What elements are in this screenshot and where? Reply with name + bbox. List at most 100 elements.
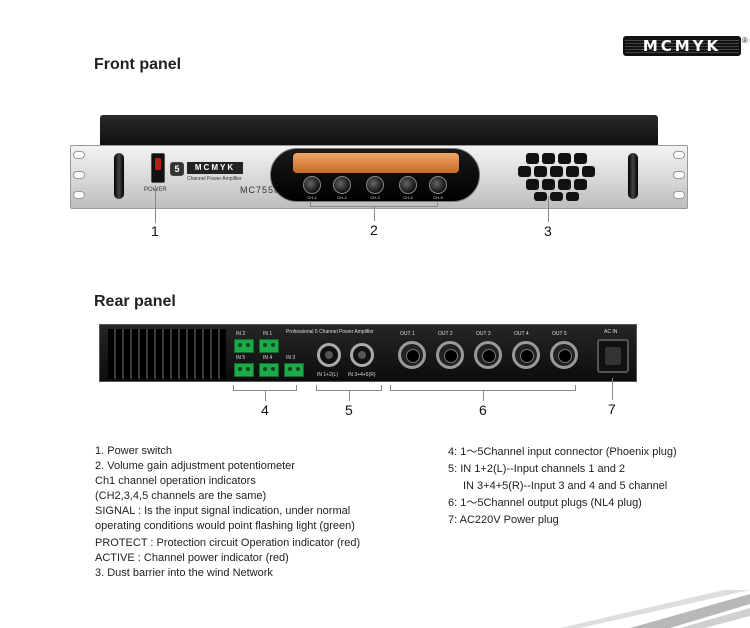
phoenix-terminal: [259, 339, 279, 353]
chassis-top: [100, 115, 658, 147]
speakon-output: [474, 341, 502, 369]
callout-7: 7: [608, 401, 616, 417]
gain-knob: [333, 176, 351, 194]
callout-line-3: [548, 196, 549, 222]
desc-line: 1. Power switch: [95, 445, 173, 457]
callout-bracket-2: [310, 201, 438, 207]
description-left: 1. Power switch 2. Volume gain adjustmen…: [95, 444, 360, 581]
ac-power-inlet: [597, 339, 629, 373]
desc-line: IN 3+4+5(R)--Input 3 and 4 and 5 channel: [463, 480, 668, 492]
callout-2: 2: [370, 222, 378, 238]
brand-logo: MCMYK: [623, 36, 741, 56]
logo-word: MCMYK: [187, 162, 243, 174]
phoenix-terminal: [234, 363, 254, 377]
desc-line: ACTIVE : Channel power indicator (red): [95, 552, 289, 564]
speakon-output: [550, 341, 578, 369]
desc-line: Ch1 channel operation indicators: [95, 475, 256, 487]
rear-panel-image: IN 2 IN 1 IN 5 IN 4 IN 3 Professional 5 …: [99, 324, 637, 382]
terminal-label: IN 2: [236, 331, 246, 337]
knob-label: CH-3: [370, 195, 380, 200]
callout-bracket-5: [316, 385, 382, 391]
rack-hole: [73, 171, 85, 179]
indicator-window: [293, 153, 459, 173]
power-switch: [151, 153, 165, 183]
gain-knob: [366, 176, 384, 194]
rack-hole: [673, 151, 685, 159]
callout-3: 3: [544, 223, 552, 239]
vent-hole: [542, 153, 555, 164]
output-label: OUT 5: [552, 331, 567, 337]
terminal-label: IN 5: [236, 355, 246, 361]
dust-vent: [518, 153, 602, 203]
description-right: 4: 1～5Channel input connector (Phoenix p…: [448, 444, 677, 529]
vent-hole: [526, 179, 539, 190]
callout-6: 6: [479, 402, 487, 418]
terminal-label: IN 3: [286, 355, 296, 361]
desc-line: 5: IN 1+2(L)--Input channels 1 and 2: [448, 463, 626, 475]
knob-label: CH-1: [307, 195, 317, 200]
front-panel-image: POWER 5 MCMYK Channel Power Amplifier MC…: [70, 115, 688, 209]
xlr-label: IN 1+2(L): [317, 372, 338, 378]
callout-line-6: [483, 391, 484, 401]
terminal-label: IN 1: [263, 331, 273, 337]
speakon-output: [398, 341, 426, 369]
gain-knob: [429, 176, 447, 194]
knob-label: CH-2: [337, 195, 347, 200]
vent-hole: [582, 166, 595, 177]
vent-hole: [526, 153, 539, 164]
callout-line-4: [265, 391, 266, 401]
rack-ear-left: [70, 145, 88, 209]
callout-1: 1: [151, 223, 159, 239]
vent-hole: [574, 153, 587, 164]
logo-badge: 5: [170, 162, 184, 176]
vent-hole: [550, 192, 563, 201]
vent-hole: [534, 192, 547, 201]
phoenix-terminal: [284, 363, 304, 377]
terminal-label: IN 4: [263, 355, 273, 361]
desc-line: operating conditions would point flashin…: [95, 520, 355, 532]
rack-hole: [73, 151, 85, 159]
vent-hole: [542, 179, 555, 190]
callout-line-5: [349, 391, 350, 401]
gain-knob: [303, 176, 321, 194]
callout-4: 4: [261, 402, 269, 418]
front-logo: 5 MCMYK Channel Power Amplifier: [170, 162, 248, 188]
desc-line: SIGNAL : Is the input signal indication,…: [95, 505, 351, 517]
output-label: OUT 3: [476, 331, 491, 337]
desc-line: 7: AC220V Power plug: [448, 514, 559, 526]
gain-knob: [399, 176, 417, 194]
vent-hole: [566, 192, 579, 201]
xlr-input: [350, 343, 374, 367]
desc-line: 4: 1～5Channel input connector (Phoenix p…: [448, 446, 677, 458]
decorative-stripes: [560, 590, 750, 628]
speakon-output: [436, 341, 464, 369]
callout-bracket-4: [233, 385, 297, 391]
rack-hole: [673, 191, 685, 199]
brand-logo-text: MCMYK: [642, 37, 722, 55]
callout-5: 5: [345, 402, 353, 418]
ac-label: AC IN: [604, 329, 618, 335]
vent-hole: [550, 166, 563, 177]
callout-line-1: [155, 185, 156, 223]
callout-line-7: [612, 378, 613, 400]
vent-hole: [558, 153, 571, 164]
output-label: OUT 2: [438, 331, 453, 337]
rack-hole: [673, 171, 685, 179]
front-panel-title: Front panel: [94, 56, 182, 73]
callout-bracket-6: [390, 385, 576, 391]
cooling-fan-grille: [108, 329, 226, 379]
model-number: MC7550: [240, 185, 281, 195]
xlr-label: IN 3+4+5(R): [348, 372, 376, 378]
vent-hole: [518, 166, 531, 177]
output-label: OUT 1: [400, 331, 415, 337]
knob-label: CH-4: [403, 195, 413, 200]
registered-mark: ®: [742, 36, 748, 45]
rear-panel-title: Rear panel: [94, 293, 176, 310]
handle-left: [114, 153, 124, 199]
speakon-output: [512, 341, 540, 369]
output-label: OUT 4: [514, 331, 529, 337]
desc-line: 2. Volume gain adjustment potentiometer: [95, 460, 295, 472]
handle-right: [628, 153, 638, 199]
desc-line: PROTECT : Protection circuit Operation i…: [95, 537, 361, 549]
phoenix-terminal: [234, 339, 254, 353]
